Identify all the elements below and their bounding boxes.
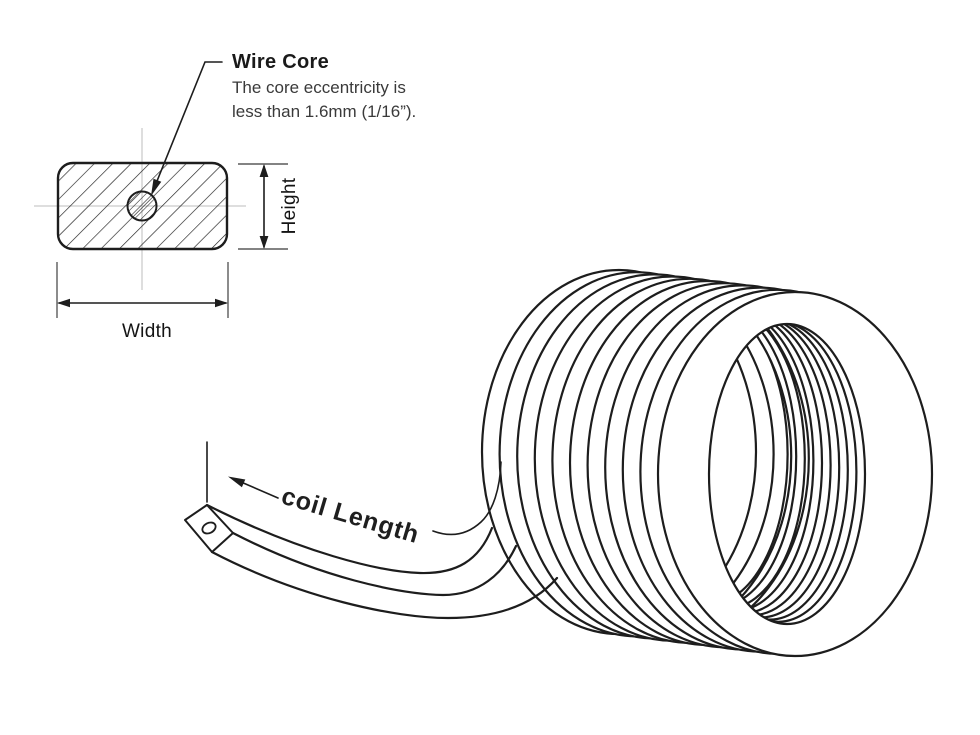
coil-loops [480,268,934,658]
wire-core-leader-line [152,61,223,192]
height-arrow-down-icon [259,236,269,249]
coil-tail-top-edge [205,503,494,575]
height-dimension: Height [238,163,300,250]
coil-length-annotation: coil Length [206,441,502,549]
coil-length-arrowhead-icon [228,476,246,488]
cross-section-group: Wire Core The core eccentricity is less … [34,51,416,290]
height-label: Height [279,177,300,234]
coil-end-tab-hole [201,521,217,535]
width-label: Width [122,321,172,342]
coil-tail-bottom-edge [210,550,559,620]
coil-length-label: coil Length [278,482,422,549]
width-arrow-left-icon [57,298,70,308]
coil-length-arrow-line [240,481,279,499]
wire-core-note-line2: less than 1.6mm (1/16”). [232,102,416,121]
coil-tail-middle-edge [231,531,518,597]
coil-length-leader-curve [432,461,502,536]
height-arrow-up-icon [259,164,269,177]
wire-core-arrowhead-icon [151,178,162,196]
wire-core-note-line1: The core eccentricity is [232,78,406,97]
coil-loop [656,290,934,658]
wire-core-circle [126,190,158,222]
coil-end-tab [184,504,234,553]
wire-core-title: Wire Core [232,51,329,73]
width-arrow-right-icon [215,298,228,308]
coil-tail-ribbon [205,503,559,620]
width-dimension: Width [56,262,229,342]
